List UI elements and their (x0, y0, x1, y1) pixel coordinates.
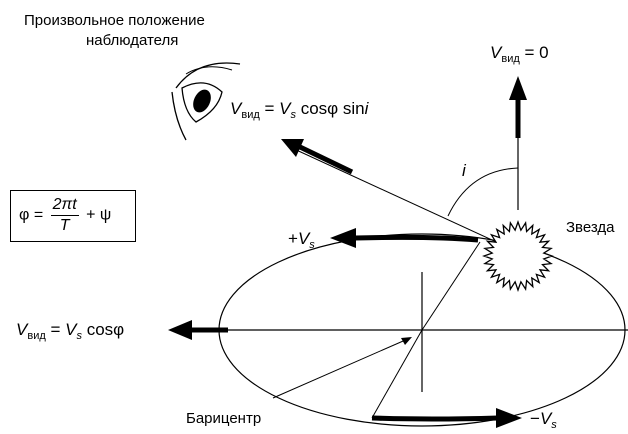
label-v-top: Vвид = 0 (490, 43, 549, 65)
star-outline (482, 220, 554, 292)
label-v-left: Vвид = Vs cosφ (16, 320, 125, 342)
left-velocity-arrow-head (168, 320, 192, 340)
star-symbol (482, 220, 554, 292)
up-velocity-arrow-head (509, 76, 527, 100)
observer-eye-icon (171, 62, 241, 141)
observer-caption-line1: Произвольное положение (24, 12, 205, 29)
label-barycenter: Барицентр (186, 410, 262, 427)
observer-velocity-arrow-head (281, 139, 304, 157)
observer-caption-line2: наблюдателя (86, 32, 179, 49)
label-minus-vs: −Vs (530, 409, 557, 431)
radius-to-star-line (421, 241, 481, 331)
formula-denominator: T (59, 217, 70, 234)
plus-vs-arrow-shaft (354, 234, 479, 243)
barycenter-pointer-head (401, 337, 412, 345)
minus-vs-arrow-shaft (371, 415, 499, 422)
label-v-observer: Vвид = Vs cosφ sini (230, 99, 369, 121)
radius-to-bottom-line (371, 329, 423, 419)
plus-vs-arrow-head (330, 228, 356, 248)
label-angle-i: i (462, 161, 466, 180)
formula-numerator: 2πt (50, 196, 79, 216)
line-of-sight (291, 147, 519, 253)
label-star: Звезда (566, 219, 615, 236)
observer-velocity-arrow-shaft (298, 144, 354, 175)
minus-vs-arrow-head (496, 408, 522, 428)
angle-i-arc (447, 167, 519, 217)
label-plus-vs: +Vs (288, 229, 315, 251)
barycenter-pointer-line (272, 337, 411, 399)
